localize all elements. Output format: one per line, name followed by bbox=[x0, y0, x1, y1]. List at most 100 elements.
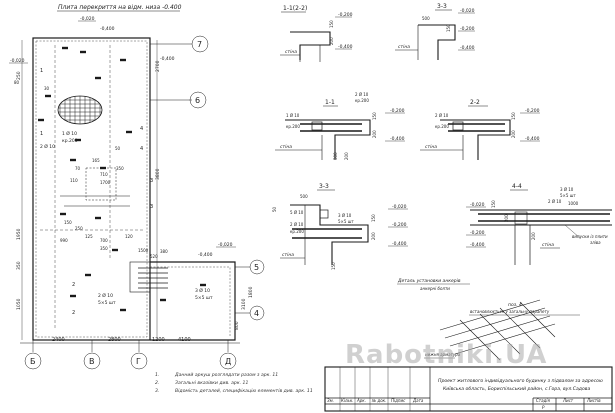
s11-dim-3: 300 bbox=[333, 152, 338, 160]
s44-level-1: -0,020 bbox=[470, 202, 485, 208]
s33a-dim-2: 150 bbox=[446, 24, 451, 32]
tb-head-doc: № док. bbox=[371, 398, 386, 403]
note-3: 3.Відомість деталей, специфікацію елемен… bbox=[155, 389, 313, 394]
axis-bubble-5 bbox=[249, 259, 265, 275]
s33-wall: стіна bbox=[282, 252, 294, 258]
dim-left-1: 250 bbox=[16, 71, 22, 80]
s44-rebar-1: 3 Ø 10 bbox=[560, 187, 574, 192]
plan-dim-s8: 350 bbox=[116, 166, 124, 171]
dim-left-3: 350 bbox=[16, 261, 22, 270]
project-line2: Київська область, Бориспільський район, … bbox=[443, 386, 590, 392]
dim-bottom-2: 2800 bbox=[108, 337, 121, 343]
dim-bottom-4: 4100 bbox=[178, 337, 191, 343]
s12-level-1: -0,200 bbox=[338, 12, 353, 18]
s22-title: 2-2 bbox=[470, 99, 480, 106]
s44-dim-1: 1000 bbox=[568, 201, 579, 206]
s11-wall: стіна bbox=[280, 144, 292, 150]
plan-rebar-6: 3 Ø 10 bbox=[195, 287, 210, 294]
axis-rows bbox=[150, 35, 265, 321]
plan-level-3: -0,020 bbox=[218, 242, 233, 248]
plan-section-1b: 1 bbox=[40, 131, 43, 137]
axis-label-4: 4 bbox=[254, 309, 259, 318]
callouts: Деталь установки анкерів анкерні болти п… bbox=[397, 278, 580, 361]
dim-left-4: 1050 bbox=[16, 298, 22, 310]
title-block bbox=[324, 366, 613, 412]
callout-mesh: нижня арматура bbox=[425, 352, 461, 357]
dim-right-4: 3100 bbox=[241, 298, 247, 310]
callout-pos4: поз. 4 bbox=[508, 302, 522, 308]
plan-dim-s11: 250 bbox=[75, 226, 83, 231]
callout-pos4b: встановлюється у загальну парапету bbox=[470, 309, 550, 314]
dim-bottom-1: 2400 bbox=[52, 337, 65, 343]
slab-edge-dashed bbox=[35, 40, 148, 338]
dim-right-2: 3800 bbox=[155, 168, 161, 180]
section-3-3-top: 3-3 стіна -0,020 -0,200 -0,400 500 150 bbox=[395, 3, 475, 60]
s44-rebar-2: 5×5 шт bbox=[560, 193, 576, 198]
plan-level-2: -0,020 bbox=[10, 58, 25, 64]
s11-rebar-2: кр.200 bbox=[286, 124, 300, 129]
s33-dim-5: 150 bbox=[331, 262, 336, 270]
s11-rebar-4: кр.200 bbox=[355, 98, 369, 103]
plan-rebar-5: 5×5 шт bbox=[98, 300, 116, 306]
plan-dim-s3: 165 bbox=[92, 158, 100, 163]
s22-level-2: -0,400 bbox=[525, 136, 540, 142]
plan-level-4: -0,400 bbox=[160, 56, 175, 62]
s11-title: 1-1 bbox=[325, 99, 335, 106]
slab-extension bbox=[150, 261, 236, 341]
plan-dim-s19: 520 bbox=[150, 254, 158, 259]
s44-dim-4: 150 bbox=[491, 200, 496, 208]
s44-rebar-3: 2 Ø 10 bbox=[548, 199, 562, 204]
s12-dim-1: 150 bbox=[329, 20, 334, 28]
s33-dim-2: 50 bbox=[272, 206, 277, 212]
plan-section-3a: 3 bbox=[150, 178, 153, 184]
plan-dim-s15: 350 bbox=[100, 246, 108, 251]
s11-level-2: -0,400 bbox=[390, 136, 405, 142]
s33a-level-2: -0,200 bbox=[460, 26, 475, 32]
general-notes: 1.Данний аркуш розглядати разом з арк. 1… bbox=[155, 372, 405, 396]
tb-head-ark: Арк. bbox=[356, 398, 366, 403]
plan-dim-s9: 1700 bbox=[100, 180, 111, 185]
s12-title: 1-1(2-2) bbox=[283, 5, 307, 12]
s11-dim-1: 150 bbox=[372, 112, 377, 120]
s33-level-2: -0,200 bbox=[392, 222, 407, 228]
s33-dim-1: 500 bbox=[300, 194, 308, 199]
s22-wall: стіна bbox=[425, 144, 437, 150]
section-4-4: 4-4 стіна 3 Ø 10 5×5 шт 2 Ø 10 -0,020 -0… bbox=[466, 183, 612, 265]
s33a-title: 3-3 bbox=[437, 3, 447, 10]
rebar-mesh bbox=[439, 299, 556, 361]
callout-anchor2: анкерні болти bbox=[420, 286, 450, 291]
axis-label-6: 6 bbox=[195, 96, 200, 105]
plan-level-6: -0,400 bbox=[198, 252, 213, 258]
axis-label-g: Г bbox=[136, 357, 141, 366]
s44-dim-3: 200 bbox=[531, 232, 536, 240]
s44-note: випуски із плити bbox=[572, 234, 608, 239]
plan-rebar-3: 2 Ø 10 bbox=[40, 143, 55, 150]
s44-level-2: -0,200 bbox=[470, 230, 485, 236]
plan-dim-s16: 120 bbox=[125, 234, 133, 239]
plan-dim-s17: 1500 bbox=[138, 248, 149, 253]
axis-bubble-4 bbox=[249, 305, 265, 321]
dim-left-2: 1950 bbox=[16, 228, 22, 240]
s11-rebar-1: 1 Ø 10 bbox=[286, 113, 300, 118]
plan-rebar-2: кр.200 bbox=[62, 138, 78, 144]
axis-bubble-g bbox=[130, 352, 148, 370]
plan-dim-s1: 80 bbox=[14, 80, 20, 85]
axis-cols bbox=[20, 340, 240, 370]
plan-rebar-4: 2 Ø 10 bbox=[98, 292, 113, 299]
tb-sheets-head: Листів bbox=[586, 398, 601, 403]
plan-section-1a: 1 bbox=[40, 68, 43, 74]
s11-dim-2: 200 bbox=[372, 130, 377, 138]
axis-bubble-v bbox=[83, 352, 101, 370]
plan-level-1: -0,020 bbox=[80, 16, 95, 22]
tb-sheet-head: Лист bbox=[562, 398, 574, 403]
axis-label-5: 5 bbox=[254, 263, 259, 272]
plan-rebar-1: 1 Ø 10 bbox=[62, 130, 77, 137]
s44-level-3: -0,400 bbox=[470, 242, 485, 248]
plan-dim-s14: 700 bbox=[100, 238, 108, 243]
section-3-3: 3-3 стіна 5 Ø 10 3 Ø 10 2 Ø 10 кр.200 5×… bbox=[272, 183, 408, 270]
section-1-1-2-2: 1-1(2-2) стіна -0,200 -0,400 150 200 bbox=[280, 5, 353, 62]
s33-level-3: -0,400 bbox=[392, 241, 407, 247]
note-1: 1.Данний аркуш розглядати разом з арк. 1… bbox=[155, 373, 279, 378]
plan-dim-s4: 50 bbox=[115, 146, 121, 151]
